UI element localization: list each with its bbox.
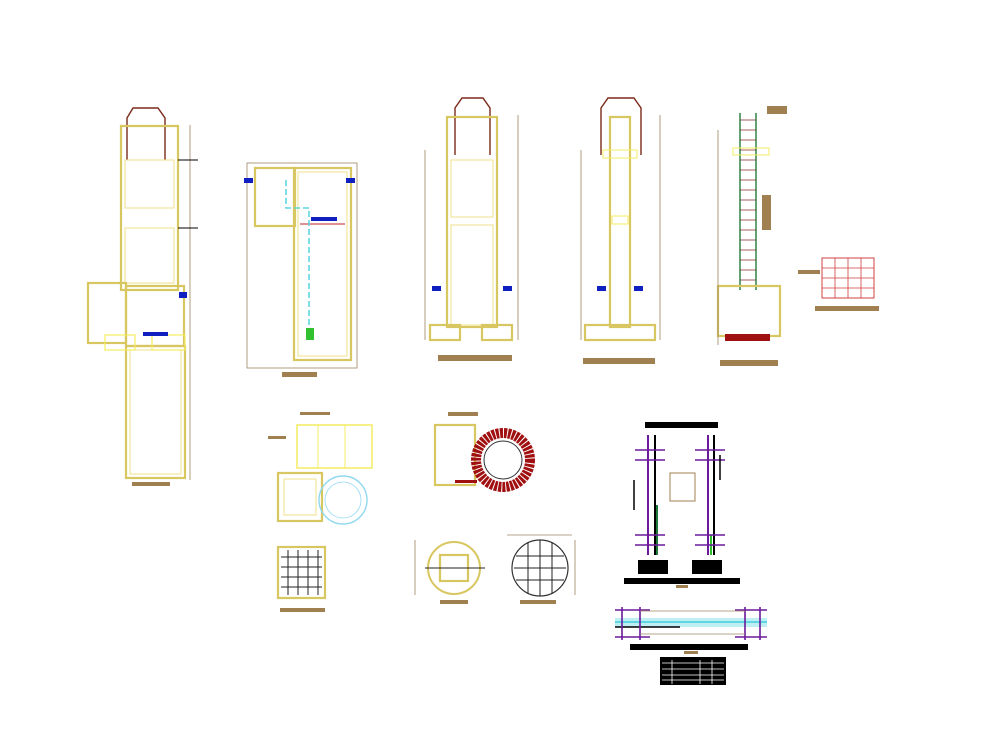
section-b <box>244 162 358 377</box>
elevation-d <box>580 97 661 364</box>
reinforcement-ladder <box>716 106 787 366</box>
column-details <box>624 422 740 588</box>
ring-reinforcement <box>433 412 535 492</box>
schedule-table <box>660 657 726 685</box>
circular-plans <box>414 534 576 604</box>
section-a <box>86 107 198 486</box>
grid-detail <box>798 257 879 311</box>
elevation-c <box>424 97 519 361</box>
plan-views <box>268 412 373 525</box>
slab-grid <box>276 545 327 612</box>
beam-detail <box>615 607 767 654</box>
